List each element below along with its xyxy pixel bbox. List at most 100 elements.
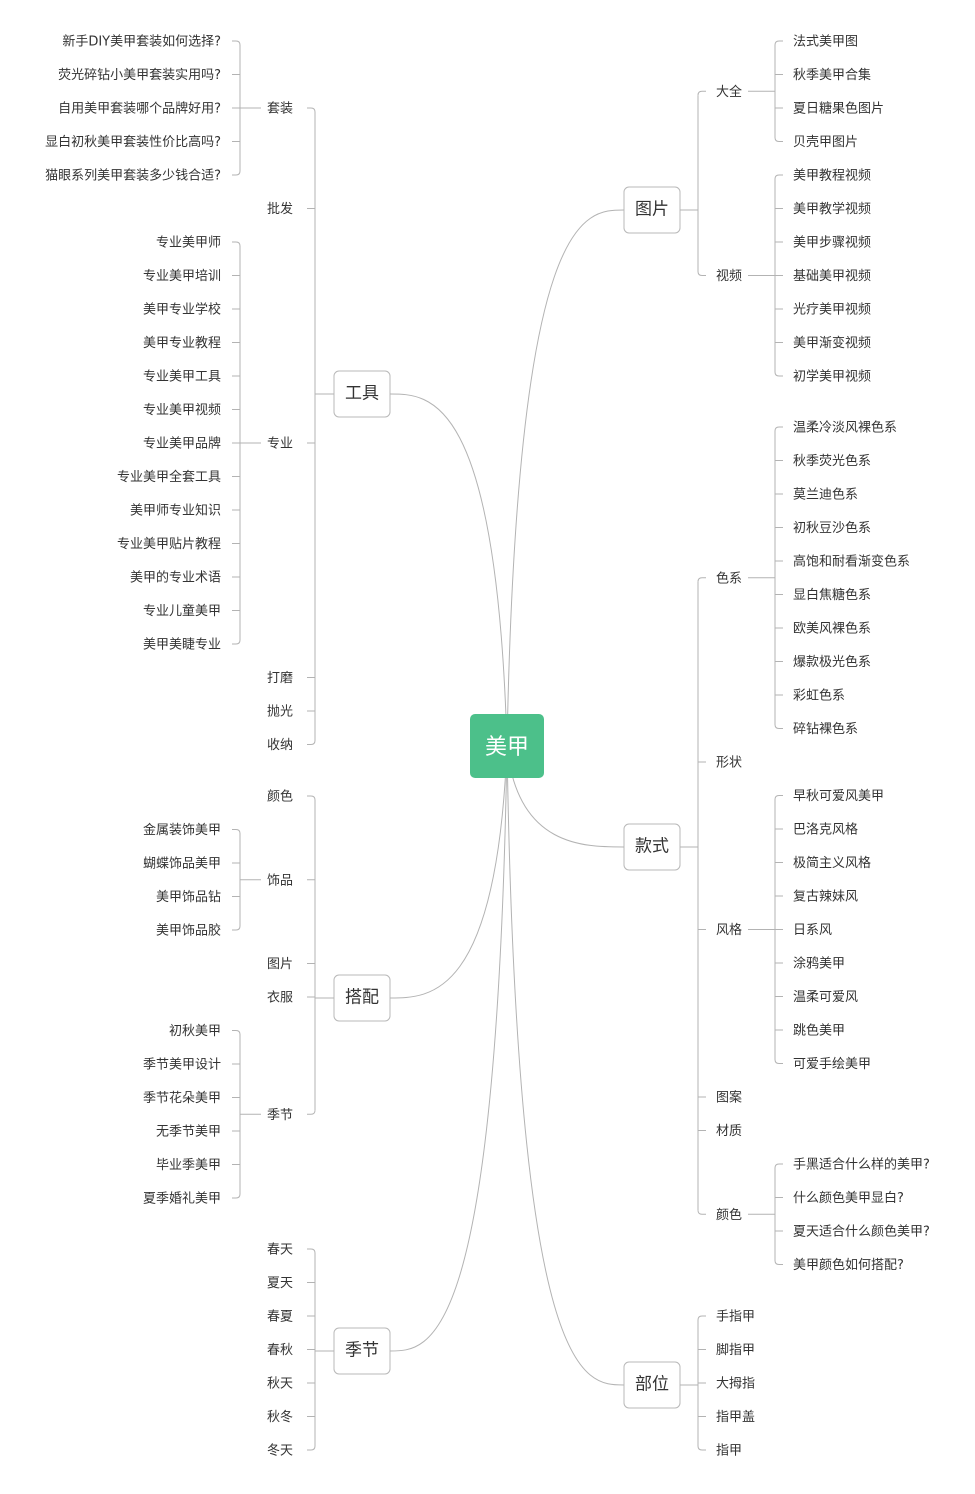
leaf-tupian-0-3: 贝壳甲图片: [793, 135, 858, 150]
edge-root-kuanshi: [506, 745, 625, 848]
node-jijie-sub-2: 春夏: [267, 1310, 293, 1325]
node-tupian-sub-0: 大全: [716, 84, 742, 100]
node-gongju-sub-5: 收纳: [267, 738, 293, 753]
edge-root-dapei: [389, 745, 508, 999]
node-gongju-sub-4: 抛光: [267, 705, 293, 720]
edge-l1: [697, 1315, 706, 1321]
leaf-kuanshi-0-9: 碎钻裸色系: [793, 721, 858, 737]
node-gongju-sub-2: 专业: [267, 437, 293, 452]
node-buwei-box[interactable]: [623, 1361, 681, 1409]
node-kuanshi-sub-1: 形状: [716, 756, 742, 771]
leaf-gongju-0-0: 新手DIY美甲套装如何选择?: [62, 34, 221, 50]
node-dapei-sub-0: 颜色: [267, 789, 293, 805]
leaf-dapei-4-0: 初秋美甲: [169, 1024, 221, 1039]
root-node-box[interactable]: [470, 714, 544, 778]
leaf-kuanshi-2-1: 巴洛克风格: [793, 822, 858, 838]
edge-leaf: [774, 1260, 783, 1265]
node-dapei-label: 搭配: [345, 988, 379, 1008]
leaf-kuanshi-2-8: 可爱手绘美甲: [793, 1057, 871, 1072]
edge-leaf: [774, 426, 783, 432]
edge-leaf: [232, 170, 241, 176]
leaf-dapei-1-2: 美甲饰品钻: [156, 890, 221, 905]
edge-leaf: [232, 1193, 241, 1199]
edge-leaf: [232, 40, 241, 46]
leaf-kuanshi-5-2: 夏天适合什么颜色美甲?: [793, 1224, 930, 1240]
edge-l1: [697, 90, 706, 96]
edge-l1: [307, 795, 316, 801]
connector-lines: [232, 40, 783, 1451]
leaf-kuanshi-0-6: 欧美风裸色系: [793, 621, 871, 637]
leaf-gongju-2-8: 美甲师专业知识: [130, 503, 221, 519]
leaf-kuanshi-0-3: 初秋豆沙色系: [793, 520, 871, 536]
edge-leaf: [232, 925, 241, 931]
leaf-gongju-0-4: 猫眼系列美甲套装多少钱合适?: [45, 168, 221, 184]
node-kuanshi-sub-4: 材质: [716, 1124, 742, 1139]
node-dapei-sub-1: 饰品: [267, 873, 293, 888]
edge-l1: [307, 107, 316, 113]
edge-leaf: [774, 1163, 783, 1169]
leaf-kuanshi-2-5: 涂鸦美甲: [793, 956, 845, 972]
node-kuanshi-sub-3: 图案: [716, 1091, 742, 1106]
edge-l1: [697, 271, 706, 276]
node-dapei-sub-3: 衣服: [267, 990, 293, 1006]
edge-l1: [307, 1248, 316, 1254]
leaf-kuanshi-2-2: 极简主义风格: [793, 855, 871, 871]
leaf-kuanshi-2-0: 早秋可爱风美甲: [793, 789, 884, 804]
edge-leaf: [774, 1059, 783, 1064]
edge-root-buwei: [506, 745, 625, 1386]
edge-leaf: [774, 724, 783, 729]
edge-leaf: [232, 829, 241, 834]
leaf-gongju-2-2: 美甲专业学校: [143, 302, 221, 318]
node-buwei-sub-2: 大拇指: [716, 1377, 755, 1392]
node-tupian-sub-1: 视频: [716, 269, 742, 284]
leaf-tupian-1-6: 初学美甲视频: [793, 369, 871, 385]
leaf-kuanshi-0-0: 温柔冷淡风裸色系: [793, 420, 897, 436]
leaf-gongju-2-11: 专业儿童美甲: [143, 603, 221, 619]
edge-leaf: [232, 639, 241, 645]
edge-l1: [307, 740, 316, 745]
node-gongju-label: 工具: [345, 384, 379, 404]
node-gongju-box[interactable]: [333, 370, 391, 418]
node-jijie-box[interactable]: [333, 1327, 391, 1375]
node-buwei-label: 部位: [635, 1375, 669, 1395]
node-gongju-sub-3: 打磨: [267, 671, 293, 686]
leaf-dapei-1-3: 美甲饰品胶: [156, 923, 221, 939]
leaf-gongju-2-12: 美甲美睫专业: [143, 638, 221, 653]
leaf-dapei-4-1: 季节美甲设计: [143, 1058, 221, 1073]
node-kuanshi-box[interactable]: [623, 823, 681, 871]
leaf-gongju-2-4: 专业美甲工具: [143, 370, 221, 385]
node-buwei-sub-0: 手指甲: [716, 1310, 755, 1325]
leaf-kuanshi-2-7: 跳色美甲: [793, 1023, 845, 1039]
leaf-kuanshi-0-5: 显白焦糖色系: [793, 587, 871, 603]
node-jijie-sub-1: 夏天: [267, 1276, 293, 1291]
leaf-dapei-1-0: 金属装饰美甲: [143, 822, 221, 838]
node-jijie-sub-0: 春天: [267, 1243, 293, 1258]
edge-l1: [307, 1445, 316, 1451]
edge-leaf: [774, 40, 783, 46]
edge-l1: [697, 1445, 706, 1451]
edge-leaf: [774, 137, 783, 142]
mind-map-nodes: 工具套装新手DIY美甲套装如何选择?荧光碎钻小美甲套装实用吗?自用美甲套装哪个品…: [45, 34, 930, 1459]
leaf-dapei-4-3: 无季节美甲: [156, 1125, 221, 1140]
root-node-label: 美甲: [485, 735, 529, 760]
leaf-gongju-0-2: 自用美甲套装哪个品牌好用?: [58, 101, 221, 117]
leaf-tupian-0-2: 夏日糖果色图片: [793, 101, 884, 117]
node-dapei-sub-4: 季节: [267, 1108, 293, 1123]
leaf-gongju-2-6: 专业美甲品牌: [143, 436, 221, 452]
leaf-gongju-2-0: 专业美甲师: [156, 236, 221, 251]
edge-root-jijie: [389, 745, 508, 1352]
node-dapei-sub-2: 图片: [267, 957, 293, 972]
node-jijie-label: 季节: [345, 1341, 379, 1361]
edge-leaf: [774, 371, 783, 377]
node-jijie-sub-6: 冬天: [267, 1443, 293, 1459]
node-tupian-label: 图片: [635, 200, 669, 220]
leaf-gongju-2-7: 专业美甲全套工具: [117, 469, 221, 485]
node-dapei-box[interactable]: [333, 974, 391, 1022]
node-buwei-sub-4: 指甲: [716, 1444, 742, 1459]
node-tupian-box[interactable]: [623, 186, 681, 234]
leaf-tupian-1-3: 基础美甲视频: [793, 269, 871, 284]
leaf-tupian-1-2: 美甲步骤视频: [793, 236, 871, 251]
leaf-kuanshi-2-3: 复古辣妹风: [793, 890, 858, 905]
node-jijie-sub-4: 秋天: [267, 1377, 293, 1392]
edge-leaf: [774, 174, 783, 180]
